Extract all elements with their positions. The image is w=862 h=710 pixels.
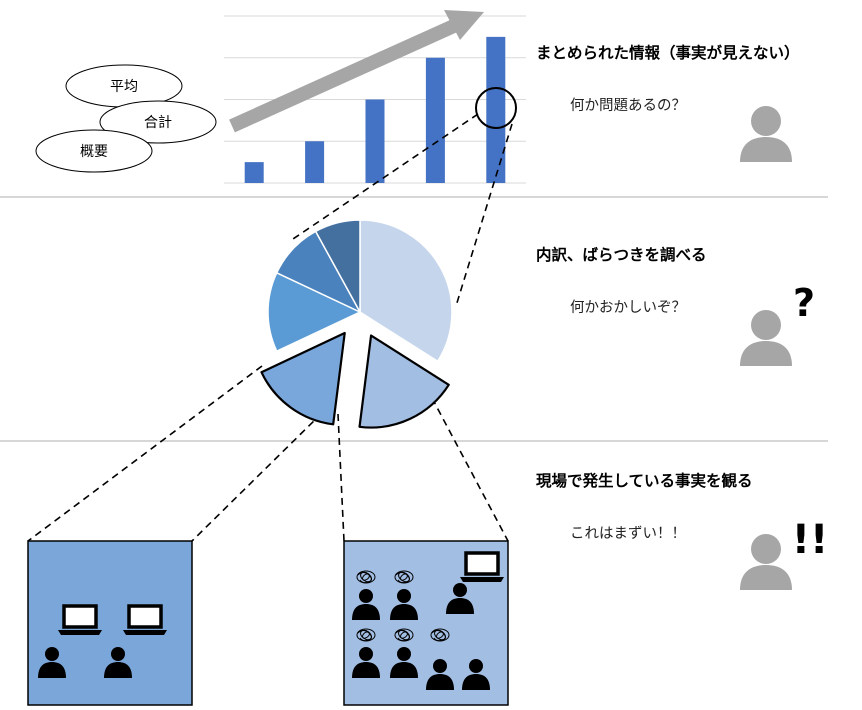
pie-slice [260,331,346,426]
section-3-thought: これはまずい！！ [570,525,686,542]
exclamation-marks-icon: !! [792,517,828,563]
section-3-heading: 現場で発生している事実を観る [536,471,753,490]
connector-line [455,123,513,307]
section-1-thought: 何か問題あるの？ [570,97,686,114]
label-bubble: 平均 [65,64,183,108]
section-2-thought: 何かおかしいぞ？ [570,299,686,316]
label-total: 合計 [144,115,172,131]
label-average: 平均 [110,79,138,95]
bar [486,36,506,183]
pie-slice [267,272,361,352]
bar [244,162,264,183]
pie-slice [359,219,453,363]
scene-background [27,540,193,706]
section-2-heading: 内訳、ばらつきを調べる [536,245,707,264]
connector-line [289,113,479,242]
bar [365,99,385,183]
bar [425,57,445,183]
connector-line [27,365,263,542]
scene-box-left [27,540,193,706]
label-bubble: 概要 [35,129,153,173]
bar-series [244,36,506,183]
confused-person-icon [740,310,792,366]
laptop-icon [458,551,506,584]
bar-chart [224,10,526,184]
zoom-connectors [27,113,513,542]
laptop-icon [56,604,104,637]
thinking-person-icon [740,106,792,162]
trend-arrow [229,10,484,133]
bar [305,141,325,183]
pie-slice [358,334,450,429]
connector-line [337,413,345,542]
zoom-circle [475,87,517,129]
section-1-heading: まとめられた情報（事実が見えない） [536,43,800,62]
label-bubble: 合計 [99,100,217,144]
question-mark-icon: ? [793,281,815,325]
pie-slice [314,219,361,313]
label-overview: 概要 [80,144,108,160]
connector-line [191,412,323,542]
label-bubbles: 平均 合計 概要 [35,64,217,173]
connector-line [431,397,509,542]
laptop-icon [121,604,169,637]
pie-chart [260,219,453,429]
scene-box-right [343,540,509,706]
alarmed-person-icon [740,534,792,590]
